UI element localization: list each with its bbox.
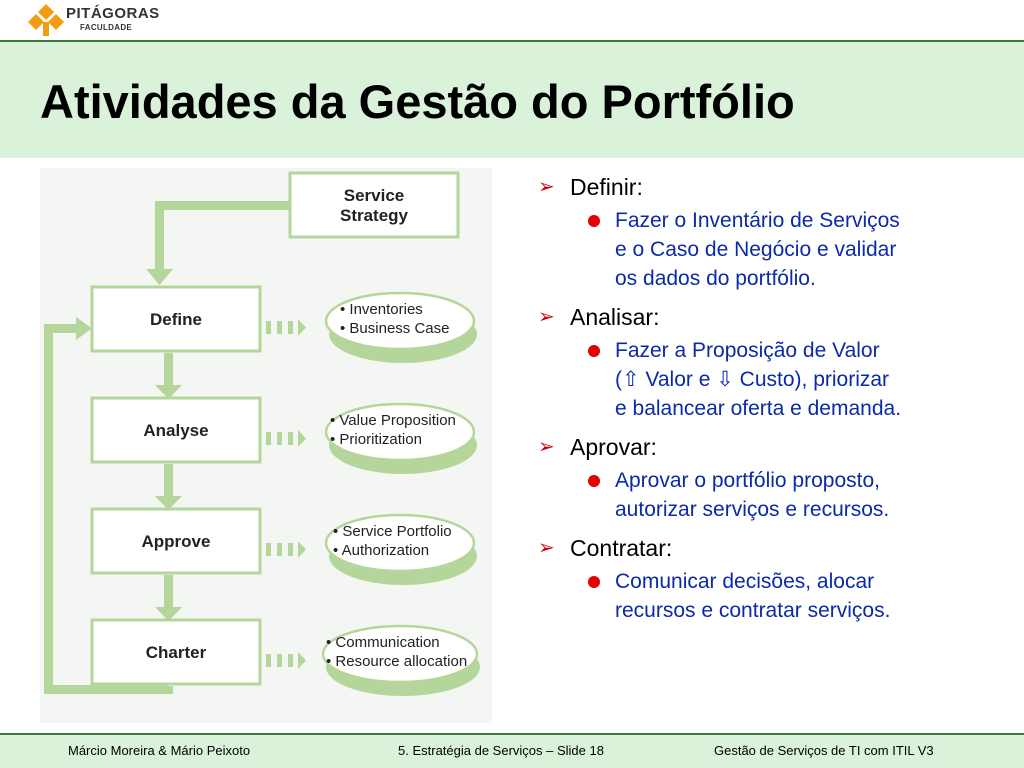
section-heading: Analisar: [570,304,660,330]
item-service-portfolio: • Service Portfolio [333,523,452,540]
dots-analyse [266,430,306,447]
arrow-to-charter [155,607,182,621]
bullet-dot-icon [588,215,600,227]
connector-approve-charter [164,575,173,609]
portfolio-diagram: Service Strategy Define Analyse Approve … [40,168,492,723]
text-line: (⇧ Valor e ⇩ Custo), priorizar [615,368,890,391]
connector-strategy-v [155,201,164,271]
arrow-to-analyse [155,385,182,399]
ellipse-approve [324,513,477,585]
section-text: Comunicar decisões, alocar recursos e co… [534,567,1004,625]
text-line: Aprovar o portfólio proposto, [615,469,880,492]
item-prioritization: • Prioritization [330,431,422,448]
step-label-analyse: Analyse [143,421,208,440]
loop-left [44,324,53,694]
item-business-case: • Business Case [340,320,449,337]
section-analisar: ➢ Analisar: Fazer a Proposição de Valor (… [534,302,1004,423]
step-box-charter [90,618,262,686]
service-strategy-box [288,171,460,239]
text-line: recursos e contratar serviços. [615,599,891,622]
ellipse-charter [321,624,480,696]
arrow-bullet-icon: ➢ [538,176,555,198]
step-label-approve: Approve [142,532,211,551]
step-box-approve [90,507,262,575]
item-value-proposition: • Value Proposition [330,412,456,429]
section-aprovar: ➢ Aprovar: Aprovar o portfólio proposto, … [534,432,1004,524]
text-line: e balancear oferta e demanda. [615,397,902,420]
footer-course: Gestão de Serviços de TI com ITIL V3 [714,743,934,758]
logo-name: PITÁGORAS [66,5,160,22]
step-box-define [90,285,262,353]
section-text: Fazer o Inventário de Serviços e o Caso … [534,206,1004,293]
portfolio-flow-svg: Service Strategy Define Analyse Approve … [40,168,492,723]
arrow-to-define [146,269,173,285]
logo-subtitle: FACULDADE [80,23,133,32]
section-heading: Aprovar: [570,434,657,460]
arrow-bullet-icon: ➢ [538,436,555,458]
text-line: Fazer a Proposição de Valor [615,339,880,362]
logo-diamond-icon [28,4,64,36]
arrow-loop-to-define [76,317,92,340]
title-band: Atividades da Gestão do Portfólio [0,40,1024,158]
text-line: Fazer o Inventário de Serviços [615,209,900,232]
strategy-label-2: Strategy [340,206,409,225]
pitagoras-logo: PITÁGORAS FACULDADE [28,2,168,38]
section-definir: ➢ Definir: Fazer o Inventário de Serviços… [534,172,1004,293]
content-list: ➢ Definir: Fazer o Inventário de Serviços… [534,172,1004,625]
section-heading: Contratar: [570,535,673,561]
bullet-dot-icon [588,576,600,588]
arrow-to-approve [155,496,182,510]
slide-footer: Márcio Moreira & Mário Peixoto 5. Estrat… [0,733,1024,768]
footer-slide-info: 5. Estratégia de Serviços – Slide 18 [398,743,604,758]
text-line: e o Caso de Negócio e validar [615,238,897,261]
footer-authors: Márcio Moreira & Mário Peixoto [68,743,251,758]
slide-title: Atividades da Gestão do Portfólio [40,75,795,128]
bullet-dot-icon [588,475,600,487]
ellipse-define [324,291,477,363]
loop-bottom [44,685,168,694]
item-inventories: • Inventories [340,301,423,318]
arrow-bullet-icon: ➢ [538,537,555,559]
arrow-bullet-icon: ➢ [538,306,555,328]
ellipse-analyse [324,402,477,474]
text-line: autorizar serviços e recursos. [615,498,890,521]
text-line: os dados do portfólio. [615,267,816,290]
section-text: Fazer a Proposição de Valor (⇧ Valor e ⇩… [534,336,1004,423]
loop-charter-drop [164,686,173,694]
loop-top [44,324,78,333]
text-line: Comunicar decisões, alocar [615,570,875,593]
step-box-analyse [90,396,262,464]
section-contratar: ➢ Contratar: Comunicar decisões, alocar r… [534,533,1004,625]
step-label-define: Define [150,310,202,329]
step-label-charter: Charter [146,643,207,662]
item-communication: • Communication [326,634,440,651]
connector-analyse-approve [164,464,173,498]
section-text: Aprovar o portfólio proposto, autorizar … [534,466,1004,524]
connector-strategy-h [155,201,290,210]
dots-define [266,319,306,336]
connector-define-analyse [164,353,173,387]
header-bar: PITÁGORAS FACULDADE [0,0,1024,40]
item-authorization: • Authorization [333,542,429,559]
dots-approve [266,541,306,558]
strategy-label-1: Service [344,186,405,205]
bullet-dot-icon [588,345,600,357]
section-heading: Definir: [570,174,643,200]
item-resource-allocation: • Resource allocation [326,653,467,670]
dots-charter [266,652,306,669]
